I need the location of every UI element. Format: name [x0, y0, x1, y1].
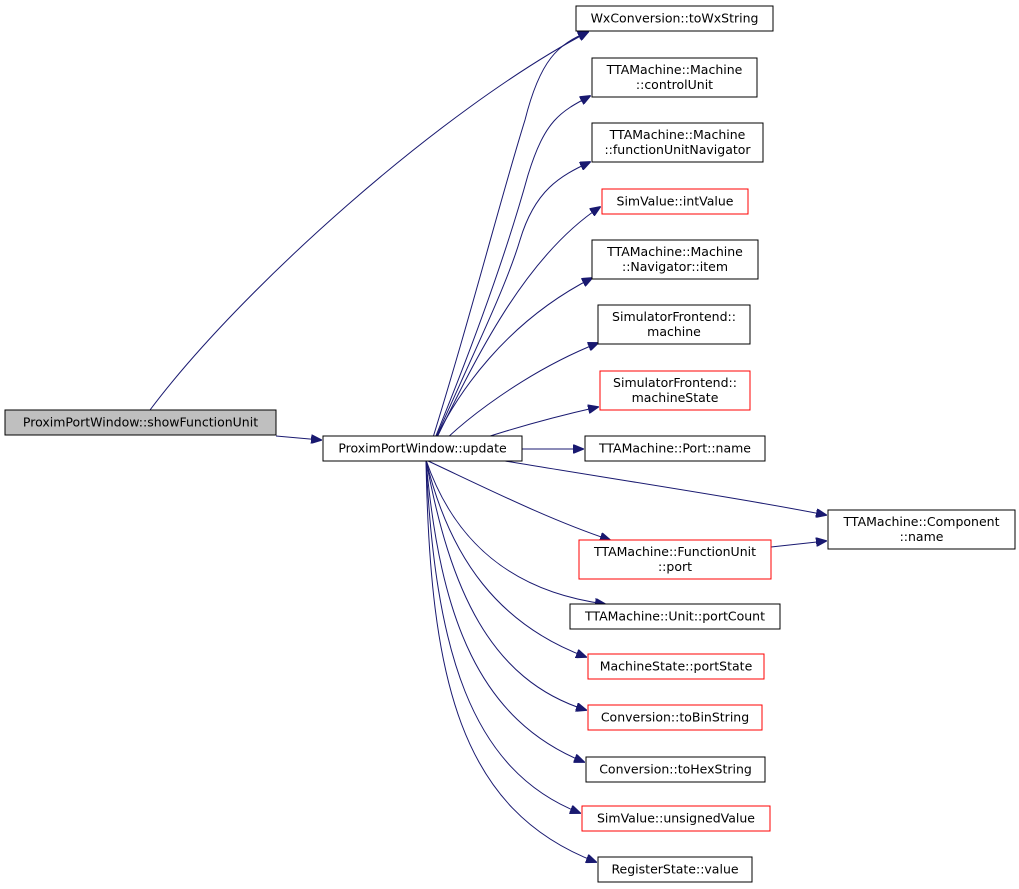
nodes-layer: ProximPortWindow::showFunctionUnitProxim… [4, 5, 1016, 883]
node-box [575, 5, 774, 32]
node-label-line: machine [647, 324, 701, 339]
node-label-line: WxConversion::toWxString [591, 11, 759, 26]
node-label-line: SimValue::unsignedValue [597, 811, 755, 826]
node-label-line: ProximPortWindow::showFunctionUnit [23, 415, 258, 430]
node-label-line: TTAMachine::Machine [606, 62, 743, 77]
node-machine[interactable]: SimulatorFrontend::machine [597, 304, 751, 345]
node-toBinString[interactable]: Conversion::toBinString [587, 704, 763, 731]
node-box [569, 603, 781, 630]
node-controlUnit[interactable]: TTAMachine::Machine::controlUnit [591, 57, 758, 98]
node-label-line: TTAMachine::Port::name [598, 441, 751, 456]
node-label-line: machineState [632, 390, 719, 405]
node-toHexString[interactable]: Conversion::toHexString [585, 756, 766, 783]
node-label-line: SimValue::intValue [617, 194, 734, 209]
node-label-line: MachineState::portState [600, 659, 753, 674]
node-label-line: TTAMachine::Component [843, 514, 1000, 529]
node-box [584, 435, 766, 462]
edges-layer [149, 32, 826, 862]
node-label-line: ::name [900, 529, 944, 544]
edge-update-to-portState [425, 459, 586, 657]
node-label-line: TTAMachine::Machine [606, 244, 743, 259]
node-toWxString[interactable]: WxConversion::toWxString [575, 5, 774, 32]
node-intValue[interactable]: SimValue::intValue [601, 188, 749, 215]
node-box [591, 239, 759, 280]
node-label-line: Conversion::toBinString [601, 710, 749, 725]
node-label-line: ::Navigator::item [622, 259, 728, 274]
node-label-line: ProximPortWindow::update [338, 441, 507, 456]
node-label-line: Conversion::toHexString [599, 762, 752, 777]
node-label-line: TTAMachine::FunctionUnit [593, 544, 756, 559]
edge-update-to-navItem [425, 278, 592, 461]
node-unsignedValue[interactable]: SimValue::unsignedValue [581, 805, 771, 832]
node-box [591, 122, 764, 163]
node-box [585, 756, 766, 783]
edge-update-to-componentName [504, 460, 826, 515]
edge-update-to-fuPort [425, 459, 610, 540]
node-showFunctionUnit[interactable]: ProximPortWindow::showFunctionUnit [4, 409, 277, 436]
node-fuPort[interactable]: TTAMachine::FunctionUnit::port [578, 539, 772, 580]
node-box [597, 304, 751, 345]
node-componentName[interactable]: TTAMachine::Component::name [827, 509, 1016, 550]
edge-showFunctionUnit-to-toWxString [149, 32, 588, 411]
node-label-line: RegisterState::value [611, 862, 738, 877]
node-navItem[interactable]: TTAMachine::Machine::Navigator::item [591, 239, 759, 280]
node-functionUnitNavigator[interactable]: TTAMachine::Machine::functionUnitNavigat… [591, 122, 764, 163]
node-box [4, 409, 277, 436]
node-label-line: ::controlUnit [636, 77, 713, 92]
edge-update-to-toWxString [425, 32, 588, 461]
node-regValue[interactable]: RegisterState::value [597, 856, 753, 883]
node-portCount[interactable]: TTAMachine::Unit::portCount [569, 603, 781, 630]
node-label-line: ::functionUnitNavigator [604, 142, 751, 157]
node-box [601, 188, 749, 215]
edge-update-to-controlUnit [425, 96, 590, 461]
edge-update-to-toHexString [425, 459, 584, 762]
node-portState[interactable]: MachineState::portState [587, 653, 765, 680]
edge-update-to-toBinString [425, 459, 586, 710]
node-update[interactable]: ProximPortWindow::update [322, 435, 523, 462]
edge-showFunctionUnit-to-update [275, 436, 321, 440]
node-box [587, 704, 763, 731]
edge-update-to-regValue [425, 459, 596, 862]
node-box [599, 370, 751, 411]
node-label-line: TTAMachine::Unit::portCount [584, 609, 765, 624]
node-label-line: SimulatorFrontend:: [613, 375, 737, 390]
node-box [597, 856, 753, 883]
edge-update-to-unsignedValue [425, 459, 580, 813]
node-label-line: TTAMachine::Machine [609, 127, 746, 142]
node-box [322, 435, 523, 462]
edge-update-to-functionUnitNavigator [425, 162, 590, 461]
edge-update-to-portCount [425, 459, 605, 604]
node-box [827, 509, 1016, 550]
node-machineState[interactable]: SimulatorFrontend::machineState [599, 370, 751, 411]
node-label-line: SimulatorFrontend:: [612, 309, 736, 324]
node-label-line: ::port [658, 559, 692, 574]
edge-fuPort-to-componentName [770, 541, 826, 548]
node-box [581, 805, 771, 832]
node-box [587, 653, 765, 680]
node-box [578, 539, 772, 580]
node-portName[interactable]: TTAMachine::Port::name [584, 435, 766, 462]
node-box [591, 57, 758, 98]
